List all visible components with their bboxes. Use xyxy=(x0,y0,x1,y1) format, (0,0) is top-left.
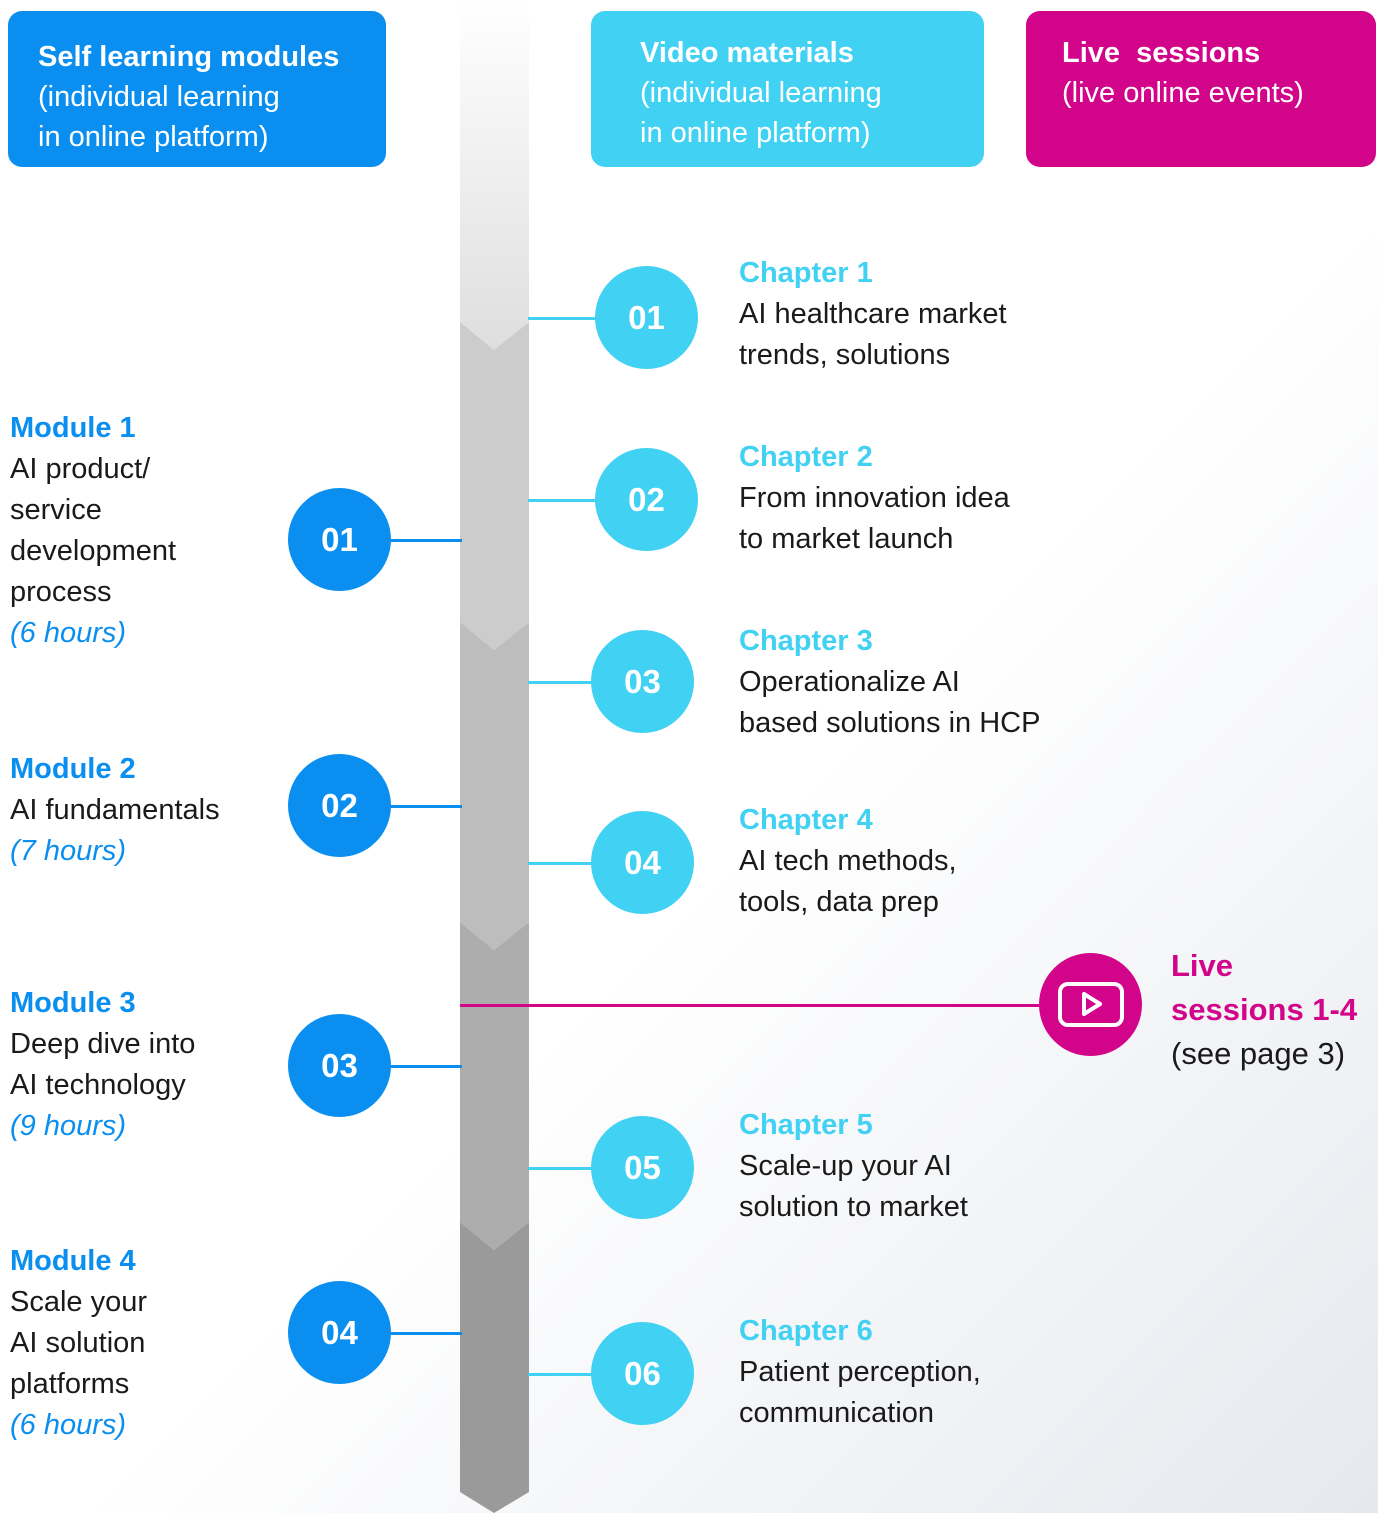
chapter-6-title: Chapter 6 xyxy=(739,1315,873,1347)
chapter-4-description: AI tech methods, tools, data prep xyxy=(739,845,957,918)
chapter-2-description: From innovation idea to market launch xyxy=(739,482,1010,555)
chapter-1-description: AI healthcare market trends, solutions xyxy=(739,298,1007,371)
module-2-description: AI fundamentals xyxy=(10,794,220,826)
chapter-5: Chapter 5 Scale-up your AI solution to m… xyxy=(739,1105,968,1228)
chapter-1-connector xyxy=(528,317,598,320)
chapter-5-number-badge: 05 xyxy=(591,1116,694,1219)
timeline-spine xyxy=(460,0,529,1513)
chapter-1: Chapter 1 AI healthcare market trends, s… xyxy=(739,253,1007,376)
module-4: Module 4 Scale your AI solution platform… xyxy=(10,1241,147,1446)
play-icon xyxy=(1058,982,1124,1027)
module-4-number-badge: 04 xyxy=(288,1281,391,1384)
chapter-6-description: Patient perception, communication xyxy=(739,1356,981,1429)
module-4-connector xyxy=(390,1332,462,1335)
timeline-segment-5 xyxy=(460,1222,529,1513)
module-1-hours: (6 hours) xyxy=(10,617,127,649)
chapter-2-connector xyxy=(528,499,598,502)
chapter-4-title: Chapter 4 xyxy=(739,804,873,836)
header-live-title: Live sessions xyxy=(1062,37,1261,69)
chapter-4: Chapter 4 AI tech methods, tools, data p… xyxy=(739,800,957,923)
chapter-2: Chapter 2 From innovation idea to market… xyxy=(739,437,1010,560)
module-2-title: Module 2 xyxy=(10,753,136,785)
chapter-3: Chapter 3 Operationalize AI based soluti… xyxy=(739,621,1040,744)
module-3-number-badge: 03 xyxy=(288,1014,391,1117)
chapter-6-connector xyxy=(528,1373,598,1376)
module-1-title: Module 1 xyxy=(10,412,136,444)
module-2: Module 2 AI fundamentals (7 hours) xyxy=(10,749,220,872)
live-sessions-note: (see page 3) xyxy=(1171,1036,1346,1071)
chapter-2-title: Chapter 2 xyxy=(739,441,873,473)
chapter-5-connector xyxy=(528,1167,598,1170)
chapter-4-number-badge: 04 xyxy=(591,811,694,914)
chapter-4-connector xyxy=(528,862,598,865)
timeline-segment-1 xyxy=(460,0,529,350)
chapter-3-number-badge: 03 xyxy=(591,630,694,733)
module-3-hours: (9 hours) xyxy=(10,1110,127,1142)
chapter-3-connector xyxy=(528,681,598,684)
module-2-hours: (7 hours) xyxy=(10,835,127,867)
chapter-1-title: Chapter 1 xyxy=(739,257,873,289)
module-3-title: Module 3 xyxy=(10,987,136,1019)
chapter-3-description: Operationalize AI based solutions in HCP xyxy=(739,666,1041,739)
chapter-6-number-badge: 06 xyxy=(591,1322,694,1425)
header-self-learning-title: Self learning modules xyxy=(38,41,340,73)
live-sessions-connector xyxy=(460,1004,1060,1007)
module-1: Module 1 AI product/ service development… xyxy=(10,408,176,654)
header-self-learning-subtitle: (individual learning in online platform) xyxy=(38,81,280,153)
chapter-5-description: Scale-up your AI solution to market xyxy=(739,1150,968,1223)
header-video-materials: Video materials (individual learning in … xyxy=(591,11,984,167)
module-2-number-badge: 02 xyxy=(288,754,391,857)
module-1-connector xyxy=(390,539,462,542)
module-4-title: Module 4 xyxy=(10,1245,136,1277)
timeline-segment-3 xyxy=(460,622,529,950)
module-3-description: Deep dive into AI technology xyxy=(10,1028,196,1101)
header-live-sessions: Live sessions (live online events) xyxy=(1026,11,1376,167)
live-sessions-label: Live sessions 1-4 (see page 3) xyxy=(1171,944,1357,1076)
timeline-segment-4 xyxy=(460,922,529,1250)
module-2-connector xyxy=(390,805,462,808)
header-video-title: Video materials xyxy=(640,37,854,69)
timeline-segment-2 xyxy=(460,322,529,650)
live-sessions-title: Live sessions 1-4 xyxy=(1171,948,1358,1027)
chapter-1-number-badge: 01 xyxy=(595,266,698,369)
module-4-hours: (6 hours) xyxy=(10,1409,127,1441)
module-1-number-badge: 01 xyxy=(288,488,391,591)
header-video-subtitle: (individual learning in online platform) xyxy=(640,77,882,149)
module-3-connector xyxy=(390,1065,462,1068)
chapter-3-title: Chapter 3 xyxy=(739,625,873,657)
chapter-5-title: Chapter 5 xyxy=(739,1109,873,1141)
live-sessions-badge xyxy=(1039,953,1142,1056)
module-1-description: AI product/ service development process xyxy=(10,453,177,608)
module-4-description: Scale your AI solution platforms xyxy=(10,1286,148,1400)
header-live-subtitle: (live online events) xyxy=(1062,77,1304,109)
chapter-6: Chapter 6 Patient perception, communicat… xyxy=(739,1311,981,1434)
module-3: Module 3 Deep dive into AI technology (9… xyxy=(10,983,195,1147)
chapter-2-number-badge: 02 xyxy=(595,448,698,551)
header-self-learning-modules: Self learning modules (individual learni… xyxy=(8,11,386,167)
